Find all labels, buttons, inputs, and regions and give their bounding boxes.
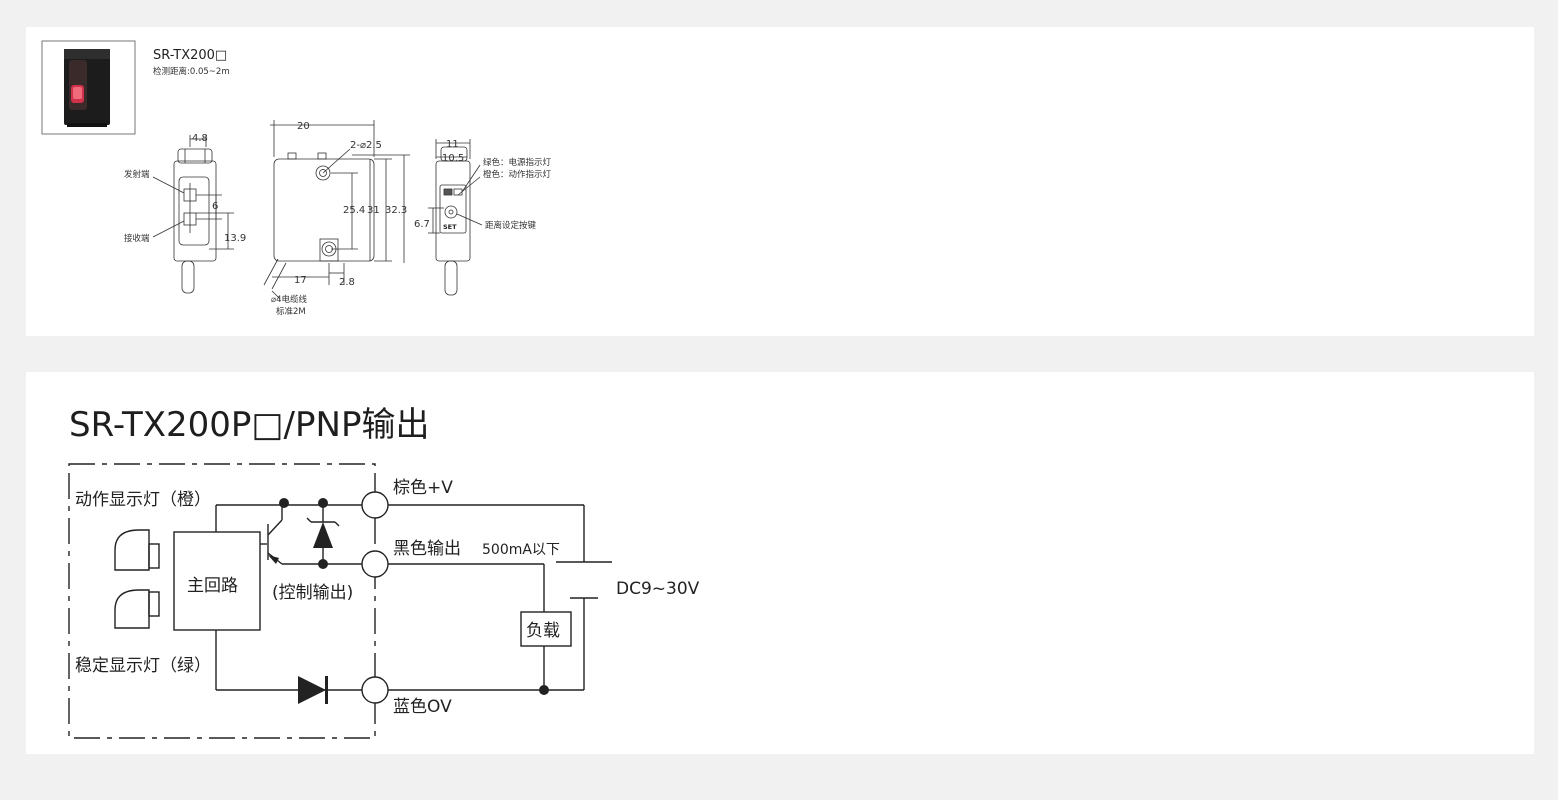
dim-2-8: 2.8	[339, 277, 355, 288]
action-led-label: 动作显示灯（橙）	[75, 490, 211, 510]
product-model: SR-TX200□	[153, 48, 227, 63]
dim-4-8: 4.8	[192, 133, 208, 144]
stable-led-label: 稳定显示灯（绿）	[75, 656, 211, 676]
dim-6: 6	[212, 201, 218, 212]
set-text: SET	[443, 223, 457, 231]
load-label: 负载	[526, 621, 560, 641]
green-led-label: 绿色：电源指示灯	[483, 157, 552, 168]
dim-32-3: 32.3	[385, 205, 407, 216]
circuit-panel: SR-TX200P□/PNP输出	[26, 372, 1534, 754]
cable-label: ⌀4电缆线	[271, 294, 308, 305]
blue-wire-label: 蓝色OV	[393, 697, 452, 717]
product-photo	[41, 40, 136, 135]
current-rating: 500mA以下	[482, 542, 560, 558]
circuit-diagram: SR-TX200P□/PNP输出	[68, 405, 700, 739]
dim-10-5: 10.5	[442, 153, 464, 164]
dim-17: 17	[294, 275, 307, 286]
brown-wire-label: 棕色+V	[393, 478, 453, 498]
main-circuit-block	[173, 531, 261, 631]
dimension-drawing: SR-TX200□ 检测距离:0.05~2m	[41, 40, 552, 317]
dimension-panel: SR-TX200□ 检测距离:0.05~2m	[26, 27, 1534, 336]
terminal-blue	[361, 676, 389, 704]
main-circuit-label: 主回路	[187, 576, 238, 596]
orange-led-label: 橙色：动作指示灯	[483, 169, 552, 180]
cable-length: 标准2M	[276, 306, 306, 317]
dim-31: 31	[367, 205, 380, 216]
set-button-label: 距离设定按键	[485, 220, 537, 231]
black-wire-label: 黑色输出	[393, 539, 461, 559]
power-supply-label: DC9~30V	[616, 579, 700, 599]
emitter-label: 发射端	[124, 169, 150, 180]
dim-hole: 2-⌀2.5	[350, 140, 382, 151]
circuit-title: SR-TX200P□/PNP输出	[69, 405, 429, 445]
dim-6-7: 6.7	[414, 219, 430, 230]
detect-range: 检测距离:0.05~2m	[153, 66, 230, 77]
load-box	[520, 611, 572, 647]
dim-20: 20	[297, 121, 310, 132]
control-output-label: (控制输出)	[272, 583, 353, 603]
dim-13-9: 13.9	[224, 233, 246, 244]
terminal-black	[361, 550, 389, 578]
receiver-label: 接收端	[124, 233, 150, 244]
terminal-brown	[361, 491, 389, 519]
dim-11: 11	[446, 139, 459, 150]
dim-25-4: 25.4	[343, 205, 365, 216]
